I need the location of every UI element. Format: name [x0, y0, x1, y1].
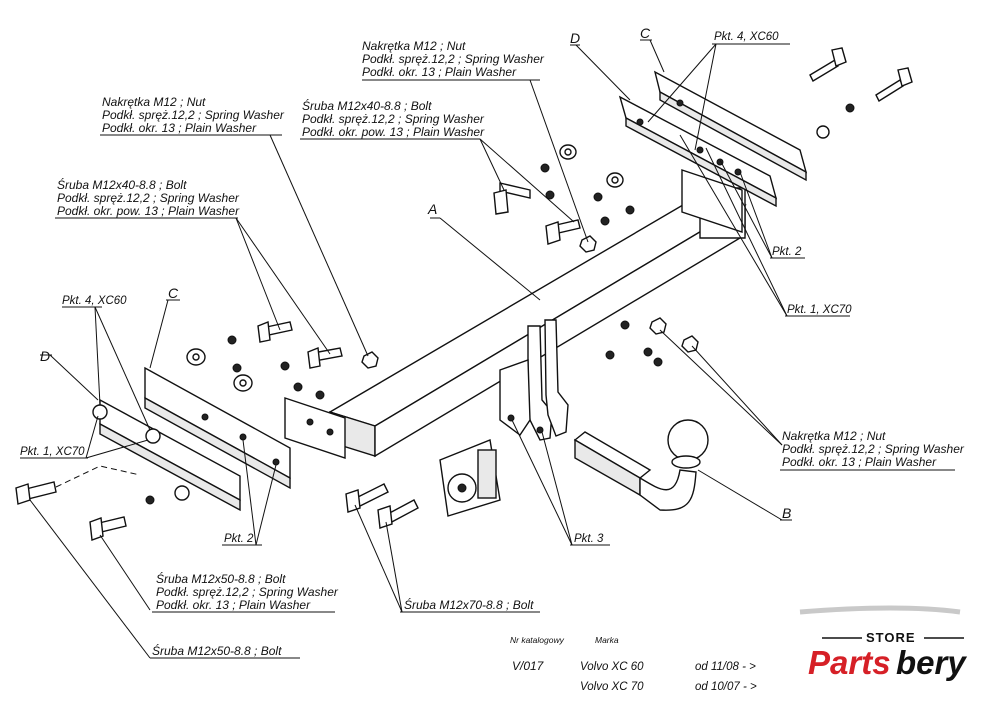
svg-text:Podkł. okr. 13 ; Plain Washer: Podkł. okr. 13 ; Plain Washer	[156, 598, 311, 612]
logo-bery-text: bery	[896, 644, 967, 681]
catalog-date-1: od 11/08 - >	[695, 661, 756, 673]
svg-text:Nakrętka M12 ; Nut: Nakrętka M12 ; Nut	[362, 39, 466, 53]
partsbery-logo: STORE Parts bery	[799, 605, 967, 681]
svg-text:Podkł. okr. 13 ; Plain Washer: Podkł. okr. 13 ; Plain Washer	[102, 121, 257, 135]
callout-nut-top: Nakrętka M12 ; Nut Podkł. spręż.12,2 ; S…	[362, 39, 545, 79]
bolts	[15, 47, 913, 541]
svg-text:Podkł. okr. 13 ; Plain Washer: Podkł. okr. 13 ; Plain Washer	[362, 65, 517, 79]
svg-text:Śruba M12x40-8.8 ; Bolt: Śruba M12x40-8.8 ; Bolt	[57, 177, 187, 192]
left-side-plates	[92, 366, 291, 512]
label-pkt2-left: Pkt. 2	[224, 533, 254, 545]
svg-text:Podkł. spręż.12,2 ; Spring Was: Podkł. spręż.12,2 ; Spring Washer	[302, 112, 485, 126]
svg-text:Śruba M12x50-8.8 ; Bolt: Śruba M12x50-8.8 ; Bolt	[156, 571, 286, 586]
catalog-date-2: od 10/07 - >	[695, 681, 757, 693]
callout-nut-right: Nakrętka M12 ; Nut Podkł. spręż.12,2 ; S…	[782, 429, 965, 469]
catalog-model-2: Volvo XC 70	[580, 681, 644, 693]
label-pkt2-right: Pkt. 2	[772, 246, 802, 258]
label-pkt1-left: Pkt. 1, XC70	[20, 446, 85, 458]
svg-text:Nakrętka M12 ; Nut: Nakrętka M12 ; Nut	[102, 95, 206, 109]
catalog-model-1: Volvo XC 60	[580, 661, 644, 673]
svg-text:Podkł. okr. 13 ; Plain Washer: Podkł. okr. 13 ; Plain Washer	[782, 455, 937, 469]
callout-bolt-m50: Śruba M12x50-8.8 ; Bolt	[152, 643, 282, 658]
label-A: A	[427, 201, 437, 217]
ball-hitch	[573, 419, 709, 511]
callout-bolt-left: Śruba M12x40-8.8 ; Bolt Podkł. spręż.12,…	[57, 177, 240, 218]
socket-bracket	[499, 319, 569, 441]
svg-text:Podkł. spręż.12,2 ; Spring Was: Podkł. spręż.12,2 ; Spring Washer	[782, 442, 965, 456]
label-pkt4-left: Pkt. 4, XC60	[62, 295, 127, 307]
catalog-block: Nr katalogowy Marka V/017 Volvo XC 60 od…	[510, 635, 757, 693]
label-D-left: D	[40, 348, 50, 364]
main-crossbeam	[284, 169, 747, 459]
logo-store-text: STORE	[866, 630, 916, 645]
svg-text:Nakrętka M12 ; Nut: Nakrętka M12 ; Nut	[782, 429, 886, 443]
catalog-number: V/017	[512, 659, 545, 673]
label-C-right: C	[640, 25, 651, 41]
callout-bolt-m70: Śruba M12x70-8.8 ; Bolt	[404, 597, 534, 612]
callout-bolt-bottom: Śruba M12x50-8.8 ; Bolt Podkł. spręż.12,…	[156, 571, 339, 612]
label-pkt4-right: Pkt. 4, XC60	[714, 31, 779, 43]
catalog-header-brand: Marka	[595, 635, 619, 645]
label-pkt1-right: Pkt. 1, XC70	[787, 304, 852, 316]
svg-text:Podkł. spręż.12,2 ; Spring Was: Podkł. spręż.12,2 ; Spring Washer	[102, 108, 285, 122]
callout-nut-mid: Nakrętka M12 ; Nut Podkł. spręż.12,2 ; S…	[102, 95, 285, 135]
catalog-header-number: Nr katalogowy	[510, 635, 565, 645]
svg-text:Podkł. spręż.12,2 ; Spring Was: Podkł. spręż.12,2 ; Spring Washer	[362, 52, 545, 66]
svg-text:Podkł. spręż.12,2 ; Spring Was: Podkł. spręż.12,2 ; Spring Washer	[156, 585, 339, 599]
label-C-left: C	[168, 285, 179, 301]
svg-text:Śruba M12x40-8.8 ; Bolt: Śruba M12x40-8.8 ; Bolt	[302, 98, 432, 113]
logo-parts-text: Parts	[808, 644, 891, 681]
electrical-socket-plate	[439, 439, 501, 517]
svg-text:Podkł. okr. pow. 13 ; Plain Wa: Podkł. okr. pow. 13 ; Plain Washer	[302, 125, 485, 139]
svg-text:Podkł. okr. pow. 13 ; Plain Wa: Podkł. okr. pow. 13 ; Plain Washer	[57, 204, 240, 218]
label-pkt3: Pkt. 3	[574, 533, 604, 545]
callout-bolt-top: Śruba M12x40-8.8 ; Bolt Podkł. spręż.12,…	[302, 98, 485, 139]
svg-text:Podkł. spręż.12,2 ; Spring Was: Podkł. spręż.12,2 ; Spring Washer	[57, 191, 240, 205]
label-D-right: D	[570, 30, 580, 46]
leader-lines	[20, 39, 955, 659]
right-side-plates	[618, 70, 808, 208]
label-B: B	[782, 505, 791, 521]
